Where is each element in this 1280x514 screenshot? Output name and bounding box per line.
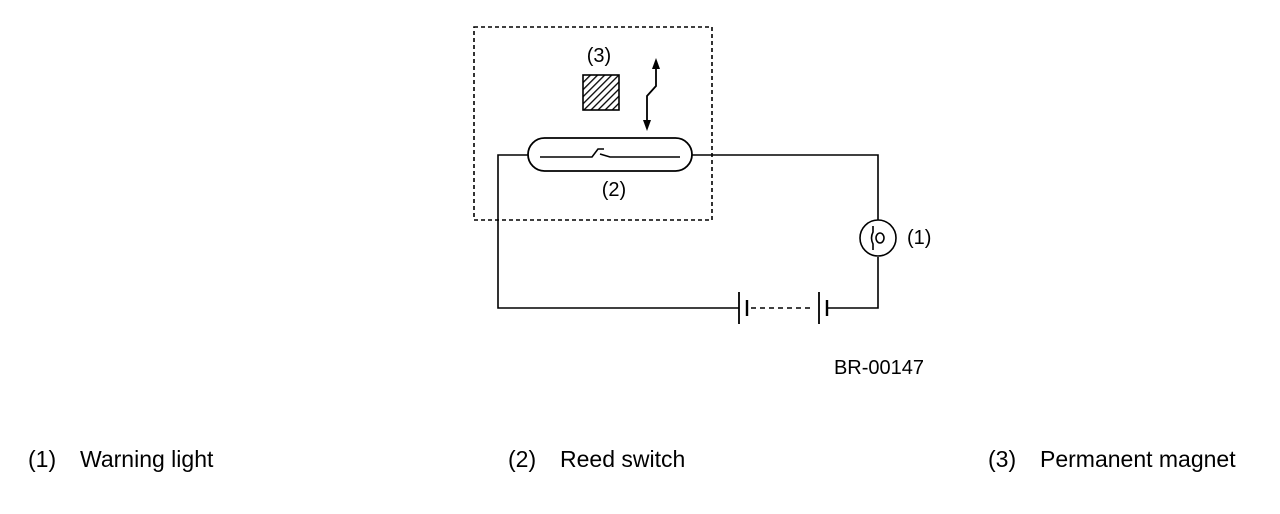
circuit-wiring — [497, 154, 879, 309]
magnet-label: (3) — [587, 45, 611, 67]
legend-text: Warning light — [80, 446, 214, 472]
legend-text: Permanent magnet — [1040, 446, 1236, 472]
legend-number: (2) — [508, 446, 537, 472]
reed-contacts — [540, 148, 680, 158]
figure-id: BR-00147 — [834, 357, 924, 379]
legend-number: (1) — [28, 446, 57, 472]
magnetic-field-arrow-icon — [643, 58, 660, 131]
warning-light-label: (1) — [907, 227, 931, 249]
permanent-magnet — [582, 74, 620, 111]
legend-item-permanent-magnet: (3) Permanent magnet — [988, 446, 1236, 473]
legend-text: Reed switch — [560, 446, 686, 472]
legend-item-reed-switch: (2) Reed switch — [508, 446, 685, 473]
reed-switch-label: (2) — [602, 179, 626, 201]
sensor-dashed-boundary — [473, 26, 713, 221]
legend-number: (3) — [988, 446, 1017, 472]
legend-item-warning-light: (1) Warning light — [28, 446, 213, 473]
battery-icon — [738, 292, 829, 324]
warning-light-bulb-icon — [859, 219, 897, 257]
reed-switch — [527, 137, 693, 172]
